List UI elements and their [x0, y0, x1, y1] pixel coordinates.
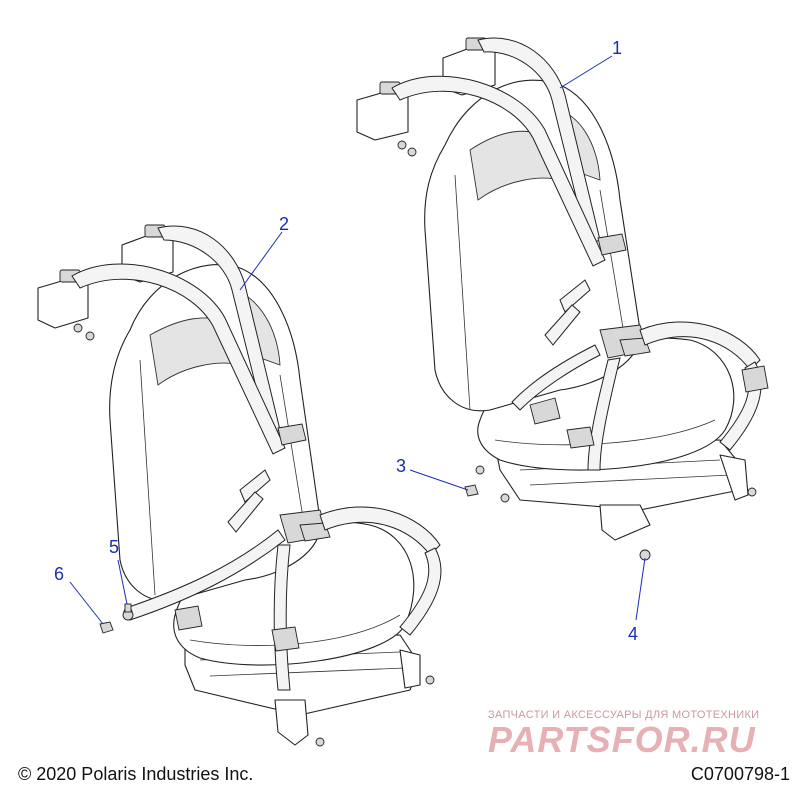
copyright-text: © 2020 Polaris Industries Inc. — [18, 764, 254, 784]
watermark-brand: PARTSFOR.RU — [488, 719, 756, 760]
callout-1: 1 — [559, 38, 622, 89]
callout-4: 4 — [628, 557, 646, 644]
watermark: ЗАПЧАСТИ И АКСЕССУАРЫ ДЛЯ МОТОТЕХНИКИ PA… — [488, 709, 759, 760]
hardware-item-3 — [464, 484, 479, 497]
callout-5: 5 — [109, 537, 128, 605]
svg-text:2: 2 — [279, 214, 289, 234]
seat-left — [37, 224, 442, 747]
hardware-item-6 — [99, 621, 114, 634]
svg-text:1: 1 — [612, 38, 622, 58]
drawing-number: C0700798-1 — [690, 764, 790, 784]
callout-6: 6 — [54, 564, 104, 625]
seat-right — [356, 37, 769, 560]
svg-text:5: 5 — [109, 537, 119, 557]
svg-text:4: 4 — [628, 624, 638, 644]
hardware-item-5 — [122, 603, 134, 621]
svg-text:3: 3 — [396, 456, 406, 476]
callout-3: 3 — [396, 456, 469, 491]
callout-2: 2 — [239, 214, 289, 291]
svg-text:6: 6 — [54, 564, 64, 584]
watermark-tagline: ЗАПЧАСТИ И АКСЕССУАРЫ ДЛЯ МОТОТЕХНИКИ — [488, 709, 759, 721]
